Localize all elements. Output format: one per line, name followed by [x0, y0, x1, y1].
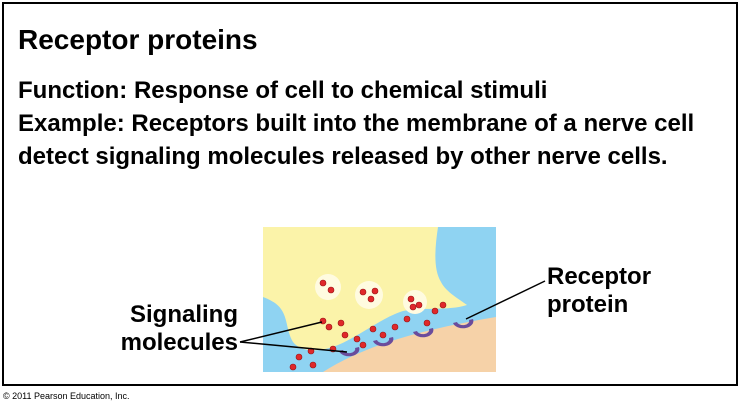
signaling-molecule	[439, 301, 447, 309]
signaling-molecule	[289, 363, 297, 371]
signaling-molecule	[431, 307, 439, 315]
signaling-molecule	[353, 335, 361, 343]
slide-body: Function: Response of cell to chemical s…	[18, 74, 718, 173]
receptor-protein	[373, 337, 394, 347]
signaling-label-line2: molecules	[120, 329, 238, 356]
synapse-illustration	[263, 227, 496, 372]
slide-title: Receptor proteins	[18, 24, 258, 55]
copyright-text: © 2011 Pearson Education, Inc.	[3, 391, 130, 401]
signaling-molecule	[367, 295, 375, 303]
receptor-protein-label: Receptor protein	[547, 263, 651, 319]
example-text: Example: Receptors built into the membra…	[18, 110, 695, 170]
signaling-molecule	[423, 319, 431, 327]
receptor-label-line1: Receptor	[547, 263, 652, 290]
signaling-molecule	[325, 323, 333, 331]
vesicle	[315, 274, 341, 300]
vesicle	[403, 290, 427, 314]
vesicle	[355, 281, 383, 309]
signaling-molecule	[341, 331, 349, 339]
signaling-molecule	[369, 325, 377, 333]
signaling-molecule	[415, 301, 423, 309]
receptor-protein	[453, 319, 474, 329]
signaling-molecule	[295, 353, 303, 361]
signaling-molecule	[359, 341, 367, 349]
postsynaptic-cell	[323, 317, 496, 372]
signaling-molecule	[319, 317, 327, 325]
signaling-label-line1: Signaling	[130, 301, 238, 328]
signaling-molecule	[379, 331, 387, 339]
function-text: Function: Response of cell to chemical s…	[18, 77, 548, 104]
signaling-molecule	[403, 315, 411, 323]
signaling-molecule	[407, 295, 415, 303]
signaling-molecule	[309, 361, 317, 369]
receptor-protein	[339, 347, 360, 357]
signaling-molecule	[337, 319, 345, 327]
signaling-molecule	[319, 279, 327, 287]
signaling-molecule	[371, 287, 379, 295]
receptor-protein	[413, 328, 434, 338]
signaling-molecule	[307, 347, 315, 355]
signaling-molecule	[329, 345, 337, 353]
receptor-label-line2: protein	[547, 291, 629, 318]
receptor-proteins	[339, 319, 474, 357]
signaling-molecule	[391, 323, 399, 331]
signaling-molecule	[409, 303, 417, 311]
signaling-molecule	[359, 288, 367, 296]
signaling-molecules-label: Signaling molecules	[112, 301, 238, 357]
signaling-molecule	[327, 286, 335, 294]
